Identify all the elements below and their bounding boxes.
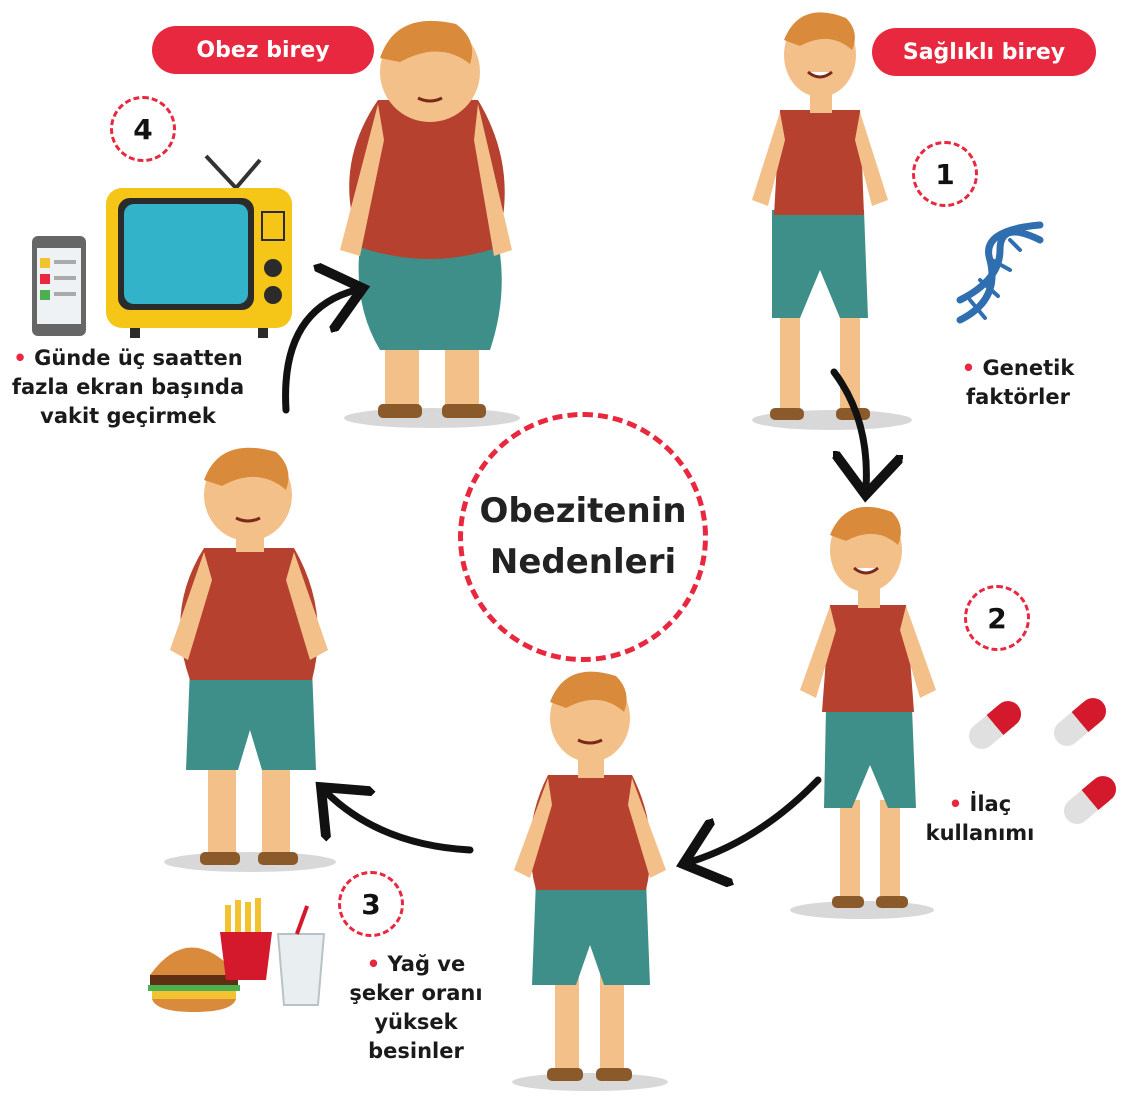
dna-icon [956, 221, 1044, 324]
step-number-1: 1 [912, 141, 978, 207]
step-label-1: • Genetik faktörler [961, 356, 1075, 409]
center-title-line-1: Obezitenin [479, 491, 687, 531]
bullet-dot: • [948, 792, 963, 816]
bullet-dot: • [961, 356, 976, 380]
step-number-3: 3 [338, 871, 404, 937]
arrow-4-to-obese [282, 290, 356, 414]
healthy-person-figure [752, 12, 912, 430]
center-title-line-2: Nedenleri [489, 542, 677, 582]
bullet-dot: • [13, 346, 27, 370]
step-number-2: 2 [964, 585, 1030, 651]
bullet-dot: • [366, 952, 381, 976]
cycle-arrows [282, 290, 867, 862]
tv-icon [106, 154, 292, 338]
pills-icon [968, 698, 1117, 824]
person-figure-step-2 [790, 506, 936, 919]
arrow-2-to-3 [690, 776, 822, 862]
junk-food-icon [148, 898, 326, 1012]
step-label-4: • Günde üç saatten fazla ekran başında v… [11, 346, 245, 428]
obese-person-figure [340, 20, 520, 428]
person-figure-step-4 [164, 447, 336, 872]
step-number-4: 4 [110, 96, 176, 162]
step-label-2: • İlaç kullanımı [925, 792, 1035, 845]
step-label-3: • Yağ ve şeker oranı yüksek besinler [349, 952, 483, 1063]
phone-icon [32, 236, 86, 336]
center-title-circle: Obezitenin Nedenleri [458, 412, 708, 662]
arrow-1-to-2 [834, 368, 866, 488]
person-figure-step-3 [512, 671, 668, 1091]
obese-individual-badge: Obez birey [152, 26, 374, 74]
arrow-3-to-4 [326, 792, 474, 854]
healthy-individual-badge: Sağlıklı birey [872, 28, 1096, 76]
